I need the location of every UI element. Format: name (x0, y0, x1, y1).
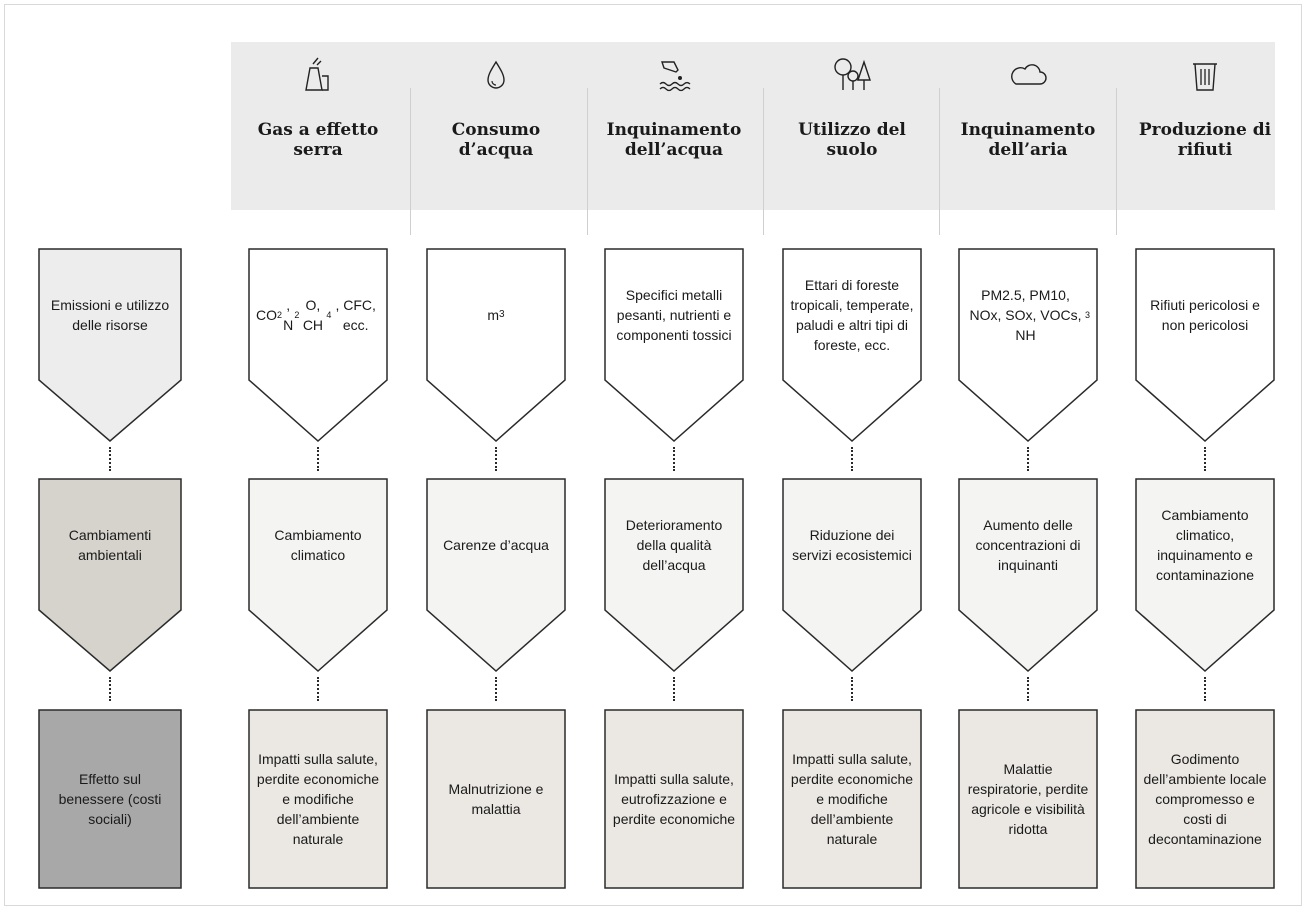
emissions-cell-water-pollution-text: Specifici metalli pesanti, nutrienti e c… (616, 287, 732, 343)
connector-dots (673, 447, 677, 471)
effect-cell-ghg-text: Impatti sulla salute, perdite economiche… (256, 751, 380, 847)
gas-emissions-icon (298, 54, 338, 94)
diagram-frame (4, 4, 1302, 906)
emissions-cell-waste-text: Rifiuti pericolosi e non pericolosi (1150, 297, 1260, 333)
column-separator (1116, 88, 1117, 235)
change-cell-water-use: Carenze d’acqua (426, 478, 566, 672)
row-label-effect-text: Effetto sul benessere (costi sociali) (58, 771, 162, 827)
row-label-effect: Effetto sul benessere (costi sociali) (38, 709, 182, 889)
column-title: Consumo d’acqua (451, 120, 541, 160)
effect-cell-water-pollution: Impatti sulla salute, eutrofizzazione e … (604, 709, 744, 889)
column-separator (587, 88, 588, 235)
emissions-cell-land-use-text: Ettari di foreste tropicali, temperate, … (790, 277, 914, 353)
change-cell-water-pollution-text: Deterioramento della qualità dell’acqua (625, 517, 723, 573)
column-title: Produzione di rifiuti (1138, 120, 1272, 160)
column-header-air-pollution: Inquinamento dell’aria (948, 54, 1108, 160)
connector-dots (317, 447, 321, 471)
effect-cell-water-pollution-text: Impatti sulla salute, eutrofizzazione e … (612, 771, 736, 827)
effect-cell-air-pollution: Malattie respiratorie, perdite agricole … (958, 709, 1098, 889)
connector-dots (317, 677, 321, 701)
connector-dots (851, 677, 855, 701)
change-cell-waste: Cambiamento climatico, inquinamento e co… (1135, 478, 1275, 672)
column-title: Utilizzo del suolo (798, 120, 906, 160)
column-header-ghg: Gas a effetto serra (238, 54, 398, 160)
effect-cell-land-use-text: Impatti sulla salute, perdite economiche… (790, 751, 914, 847)
column-header-waste: Produzione di rifiuti (1125, 54, 1285, 160)
water-pollution-icon (654, 54, 694, 94)
effect-cell-waste-text: Godimento dell’ambiente locale compromes… (1143, 751, 1267, 847)
change-cell-ghg-text: Cambiamento climatico (274, 527, 362, 563)
change-cell-water-use-text: Carenze d’acqua (443, 537, 549, 553)
emissions-cell-water-pollution: Specifici metalli pesanti, nutrienti e c… (604, 248, 744, 442)
row-label-change-text: Cambiamenti ambientali (68, 527, 152, 563)
change-cell-ghg: Cambiamento climatico (248, 478, 388, 672)
column-separator (763, 88, 764, 235)
header-band (231, 42, 1275, 210)
column-header-land-use: Utilizzo del suolo (772, 54, 932, 160)
row-label-emissions: Emissioni e utilizzo delle risorse (38, 248, 182, 442)
column-header-water-use: Consumo d’acqua (416, 54, 576, 160)
change-cell-land-use-text: Riduzione dei servizi ecosistemici (792, 527, 912, 563)
connector-dots (109, 447, 113, 471)
row-label-change: Cambiamenti ambientali (38, 478, 182, 672)
change-cell-water-pollution: Deterioramento della qualità dell’acqua (604, 478, 744, 672)
change-cell-waste-text: Cambiamento climatico, inquinamento e co… (1155, 507, 1255, 583)
row-label-emissions-text: Emissioni e utilizzo delle risorse (50, 297, 170, 333)
connector-dots (673, 677, 677, 701)
effect-cell-land-use: Impatti sulla salute, perdite economiche… (782, 709, 922, 889)
column-separator (939, 88, 940, 235)
column-header-water-pollution: Inquinamento dell’acqua (594, 54, 754, 160)
connector-dots (1027, 447, 1031, 471)
connector-dots (851, 447, 855, 471)
connector-dots (495, 677, 499, 701)
cloud-icon (1008, 54, 1048, 94)
column-title: Gas a effetto serra (257, 120, 379, 160)
connector-dots (495, 447, 499, 471)
connector-dots (109, 677, 113, 701)
connector-dots (1027, 677, 1031, 701)
change-cell-air-pollution-text: Aumento delle concentrazioni di inquinan… (975, 517, 1081, 573)
change-cell-land-use: Riduzione dei servizi ecosistemici (782, 478, 922, 672)
water-drop-icon (476, 54, 516, 94)
emissions-cell-land-use: Ettari di foreste tropicali, temperate, … (782, 248, 922, 442)
trees-icon (832, 54, 872, 94)
column-title: Inquinamento dell’aria (960, 120, 1096, 160)
change-cell-air-pollution: Aumento delle concentrazioni di inquinan… (958, 478, 1098, 672)
effect-cell-water-use: Malnutrizione e malattia (426, 709, 566, 889)
effect-cell-ghg: Impatti sulla salute, perdite economiche… (248, 709, 388, 889)
effect-cell-water-use-text: Malnutrizione e malattia (448, 781, 544, 817)
effect-cell-waste: Godimento dell’ambiente locale compromes… (1135, 709, 1275, 889)
column-title: Inquinamento dell’acqua (606, 120, 742, 160)
effect-cell-air-pollution-text: Malattie respiratorie, perdite agricole … (967, 761, 1089, 837)
trash-bin-icon (1185, 54, 1225, 94)
connector-dots (1204, 677, 1208, 701)
connector-dots (1204, 447, 1208, 471)
column-separator (410, 88, 411, 235)
emissions-cell-waste: Rifiuti pericolosi e non pericolosi (1135, 248, 1275, 442)
